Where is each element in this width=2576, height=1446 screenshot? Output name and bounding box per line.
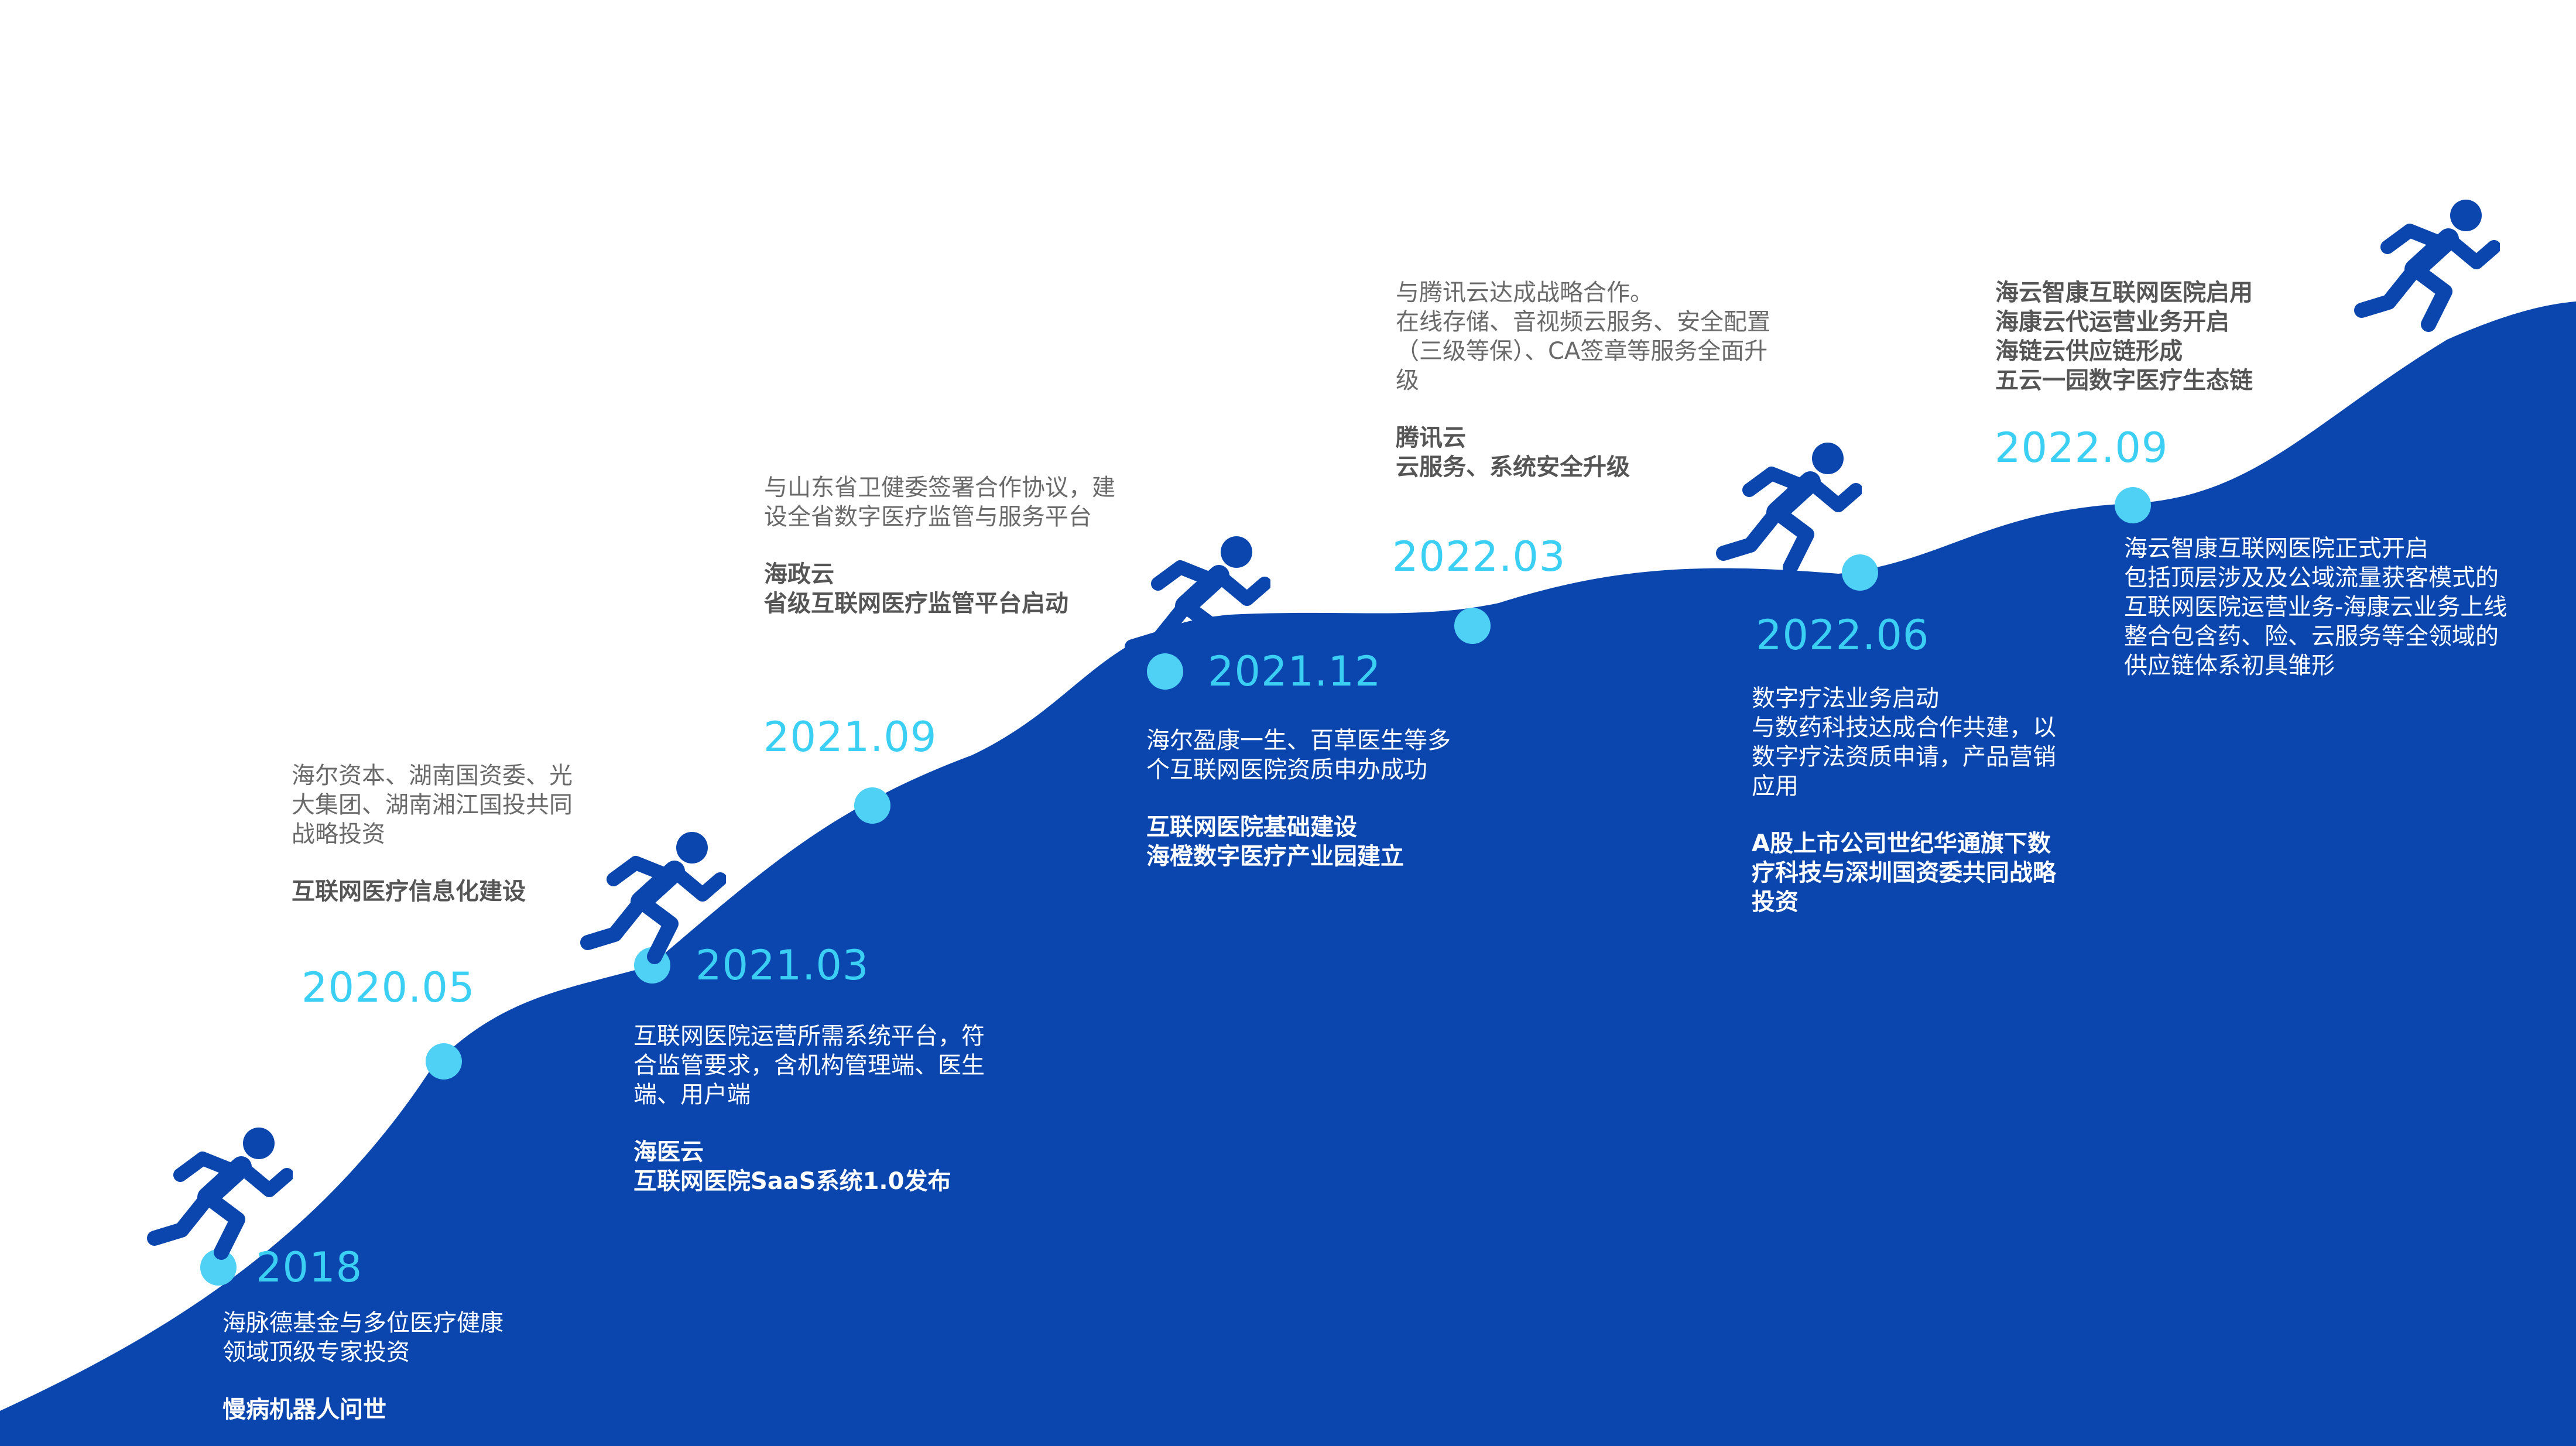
- milestone-highlight: 省级互联网医疗监管平台启动: [764, 590, 1068, 617]
- milestone-text: 海脉德基金与多位医疗健康: [222, 1310, 503, 1337]
- milestone-text: 级: [1396, 367, 1419, 394]
- milestone-text: 设全省数字医疗监管与服务平台: [764, 503, 1092, 530]
- milestone-text: 应用: [1752, 773, 1799, 800]
- milestone-highlight: 互联网医院SaaS系统1.0发布: [633, 1168, 951, 1195]
- milestone-text: 互联网医院运营所需系统平台，符: [633, 1023, 985, 1050]
- milestone-highlight: A股上市公司世纪华通旗下数: [1752, 830, 2051, 857]
- milestone-year: 2022.06: [1756, 611, 1930, 659]
- milestone-text: 与山东省卫健委签署合作协议，建: [764, 474, 1115, 501]
- milestone-2021-09-description: 与山东省卫健委签署合作协议，建 设全省数字医疗监管与服务平台 海政云 省级互联网…: [764, 473, 1115, 618]
- milestone-text: 合监管要求，含机构管理端、医生: [633, 1052, 985, 1079]
- milestone-text: 领域顶级专家投资: [222, 1339, 410, 1366]
- timeline-dot-2020-05: [426, 1043, 462, 1080]
- milestone-text: 海尔资本、湖南国资委、光: [292, 762, 573, 789]
- spacer: [222, 1367, 503, 1395]
- running-person-icon: [146, 1121, 293, 1262]
- milestone-text: 供应链体系初具雏形: [2124, 652, 2335, 679]
- growth-wave-shape: [0, 301, 2576, 1446]
- milestone-text: 大集团、湖南湘江国投共同: [292, 791, 573, 818]
- milestone-2018-description: 海脉德基金与多位医疗健康 领域顶级专家投资 慢病机器人问世: [222, 1308, 503, 1424]
- spacer: [1146, 784, 1451, 813]
- milestone-highlight: 投资: [1752, 889, 1799, 916]
- milestone-highlight: 海政云: [764, 561, 834, 588]
- milestone-year: 2020.05: [302, 964, 475, 1012]
- milestone-text: 整合包含药、险、云服务等全领域的: [2124, 623, 2499, 650]
- timeline-dot-2022-06: [1842, 554, 1878, 591]
- milestone-text: 与腾讯云达成战略合作。: [1396, 279, 1653, 306]
- timeline-dot-2022-03: [1454, 608, 1491, 644]
- spacer: [633, 1109, 985, 1137]
- milestone-highlight: 海云智康互联网医院启用: [1995, 279, 2253, 306]
- milestone-highlight: 海橙数字医疗产业园建立: [1146, 843, 1404, 870]
- milestone-text: 数字疗法业务启动: [1752, 685, 1939, 712]
- milestone-highlight: 慢病机器人问世: [222, 1396, 386, 1423]
- milestone-2021-12-description: 海尔盈康一生、百草医生等多 个互联网医院资质申办成功 互联网医院基础建设 海橙数…: [1146, 726, 1451, 871]
- timeline-dot-2021-12: [1147, 653, 1183, 690]
- spacer: [1752, 801, 2056, 829]
- milestone-2022-09-description: 海云智康互联网医院正式开启 包括顶层涉及及公域流量获客模式的 互联网医院运营业务…: [2124, 534, 2507, 680]
- spacer: [1396, 395, 1770, 423]
- milestone-2022-09-highlights: 海云智康互联网医院启用 海康云代运营业务开启 海链云供应链形成 五云一园数字医疗…: [1995, 278, 2253, 395]
- milestone-highlight: 腾讯云: [1396, 424, 1466, 451]
- milestone-text: 包括顶层涉及及公域流量获客模式的: [2124, 564, 2499, 591]
- running-person-icon: [2354, 193, 2500, 334]
- milestone-highlight: 互联网医院基础建设: [1146, 814, 1357, 841]
- milestone-year: 2021.03: [696, 941, 869, 989]
- milestone-highlight: 海链云供应链形成: [1995, 338, 2183, 365]
- milestone-2022-03-description: 与腾讯云达成战略合作。 在线存储、音视频云服务、安全配置 （三级等保）、CA签章…: [1396, 278, 1770, 482]
- milestone-year: 2022.03: [1392, 533, 1566, 581]
- milestone-year: 2021.12: [1208, 647, 1382, 695]
- milestone-text: 互联网医院运营业务-海康云业务上线: [2124, 594, 2508, 621]
- milestone-text: 与数药科技达成合作共建，以: [1752, 714, 2056, 741]
- milestone-year: 2018: [256, 1243, 363, 1291]
- spacer: [764, 532, 1115, 560]
- timeline-dot-2022-09: [2115, 487, 2151, 523]
- milestone-text: （三级等保）、CA签章等服务全面升: [1396, 338, 1768, 365]
- milestone-highlight: 海康云代运营业务开启: [1995, 309, 2229, 335]
- milestone-text: 战略投资: [292, 821, 385, 848]
- milestone-highlight: 互联网医疗信息化建设: [292, 878, 526, 905]
- milestone-2021-03-description: 互联网医院运营所需系统平台，符 合监管要求，含机构管理端、医生 端、用户端 海医…: [633, 1022, 985, 1196]
- milestone-year: 2021.09: [763, 713, 937, 761]
- milestone-text: 端、用户端: [633, 1081, 751, 1108]
- milestone-2022-06-description: 数字疗法业务启动 与数药科技达成合作共建，以 数字疗法资质申请，产品营销 应用 …: [1752, 684, 2056, 917]
- milestone-highlight: 五云一园数字医疗生态链: [1995, 367, 2253, 394]
- milestone-highlight: 云服务、系统安全升级: [1396, 454, 1630, 481]
- milestone-text: 海云智康互联网医院正式开启: [2124, 535, 2428, 562]
- milestone-year: 2022.09: [1995, 424, 2169, 472]
- milestone-text: 在线存储、音视频云服务、安全配置: [1396, 309, 1770, 335]
- milestone-text: 个互联网医院资质申办成功: [1146, 756, 1427, 783]
- milestone-2020-05-description: 海尔资本、湖南国资委、光 大集团、湖南湘江国投共同 战略投资 互联网医疗信息化建…: [292, 761, 573, 906]
- timeline-dot-2021-09: [854, 787, 890, 824]
- milestone-highlight: 海医云: [633, 1139, 704, 1166]
- spacer: [292, 849, 573, 877]
- milestone-text: 海尔盈康一生、百草医生等多: [1146, 727, 1451, 754]
- milestone-text: 数字疗法资质申请，产品营销: [1752, 743, 2056, 770]
- milestone-highlight: 疗科技与深圳国资委共同战略: [1752, 859, 2056, 886]
